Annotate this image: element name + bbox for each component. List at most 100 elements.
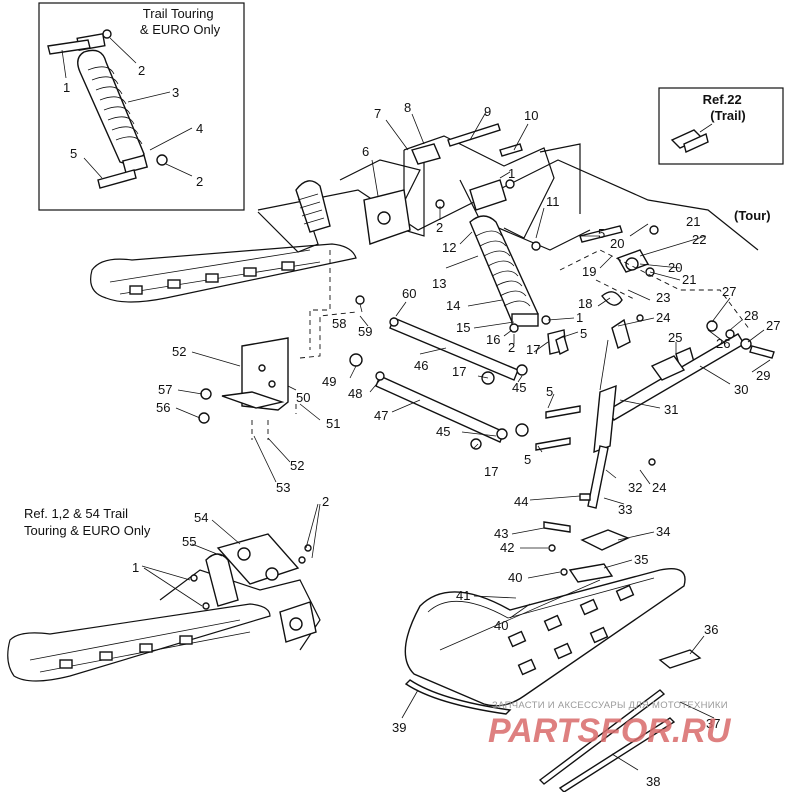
inset-ref22: Ref.22 (Trail)	[658, 87, 784, 165]
callout-50: 50	[296, 390, 310, 405]
inset-lower-left-caption: Ref. 1,2 & 54 Trail Touring & EURO Only	[24, 506, 151, 538]
callout-60: 60	[402, 286, 416, 301]
callout-33: 33	[618, 502, 632, 517]
callout-38: 38	[646, 774, 660, 789]
callout-5: 5	[546, 384, 553, 399]
callout-31: 31	[664, 402, 678, 417]
callout-18: 18	[578, 296, 592, 311]
callouts: 1 2 3 4 5 2 7 8 9 10 6 1 11 2 12 13 21 2…	[63, 63, 780, 789]
callout-44: 44	[514, 494, 528, 509]
callout-54: 54	[194, 510, 208, 525]
callout-5: 5	[70, 146, 77, 161]
watermark: ЗАПЧАСТИ И АКСЕССУАРЫ ДЛЯ МОТОТЕХНИКИ PA…	[488, 700, 732, 750]
callout-4: 4	[196, 121, 203, 136]
callout-21: 21	[682, 272, 696, 287]
callout-17: 17	[484, 464, 498, 479]
callout-26: 26	[716, 336, 730, 351]
radius-rods	[349, 317, 529, 450]
inset-trail-touring-caption: Trail Touring & EURO Only	[140, 6, 221, 37]
main-assembly	[90, 123, 775, 583]
callout-45: 45	[436, 424, 450, 439]
tour-label: (Tour)	[734, 208, 771, 223]
callout-27: 27	[766, 318, 780, 333]
callout-48: 48	[348, 386, 362, 401]
callout-5: 5	[580, 326, 587, 341]
callout-49: 49	[322, 374, 336, 389]
inset-shock	[47, 29, 168, 189]
callout-37: 37	[706, 716, 720, 731]
callout-24: 24	[656, 310, 670, 325]
inset-ref22-caption: Ref.22 (Trail)	[703, 92, 746, 123]
callout-34: 34	[656, 524, 670, 539]
callout-56: 56	[156, 400, 170, 415]
callout-28: 28	[744, 308, 758, 323]
callout-36: 36	[704, 622, 718, 637]
callout-5: 5	[524, 452, 531, 467]
callout-35: 35	[634, 552, 648, 567]
callout-58: 58	[332, 316, 346, 331]
callout-24: 24	[652, 480, 666, 495]
inset-lower-left: Ref. 1,2 & 54 Trail Touring & EURO Only	[7, 506, 321, 682]
callout-29: 29	[756, 368, 770, 383]
callout-45: 45	[512, 380, 526, 395]
callout-10: 10	[524, 108, 538, 123]
callout-8: 8	[404, 100, 411, 115]
bracket-50	[198, 311, 357, 440]
callout-11: 11	[546, 194, 560, 209]
callout-9: 9	[484, 104, 491, 119]
callout-19: 19	[582, 264, 596, 279]
callout-52: 52	[172, 344, 186, 359]
callout-1: 1	[63, 80, 70, 95]
callout-52: 52	[290, 458, 304, 473]
callout-16: 16	[486, 332, 500, 347]
callout-1: 1	[576, 310, 583, 325]
callout-57: 57	[158, 382, 172, 397]
callout-2: 2	[196, 174, 203, 189]
leader-lines	[141, 111, 771, 771]
callout-40: 40	[508, 570, 522, 585]
callout-27: 27	[722, 284, 736, 299]
callout-2: 2	[436, 220, 443, 235]
callout-42: 42	[500, 540, 514, 555]
callout-21: 21	[686, 214, 700, 229]
watermark-logo: PARTSFOR.RU	[488, 712, 732, 750]
callout-2: 2	[322, 494, 329, 509]
callout-30: 30	[734, 382, 748, 397]
watermark-tagline: ЗАПЧАСТИ И АКСЕССУАРЫ ДЛЯ МОТОТЕХНИКИ	[492, 700, 728, 711]
callout-53: 53	[276, 480, 290, 495]
callout-5: 5	[598, 226, 605, 241]
callout-17: 17	[452, 364, 466, 379]
bulkhead-frame	[363, 123, 591, 251]
callout-47: 47	[374, 408, 388, 423]
callout-43: 43	[494, 526, 508, 541]
callout-1: 1	[508, 166, 515, 181]
callout-40: 40	[494, 618, 508, 633]
callout-25: 25	[668, 330, 682, 345]
callout-6: 6	[362, 144, 369, 159]
ski-assembly	[404, 568, 702, 793]
callout-1: 1	[132, 560, 139, 575]
tie-rod	[607, 320, 775, 421]
callout-59: 59	[358, 324, 372, 339]
callout-15: 15	[456, 320, 470, 335]
callout-23: 23	[656, 290, 670, 305]
callout-2: 2	[508, 340, 515, 355]
callout-20: 20	[668, 260, 682, 275]
small-parts	[355, 179, 686, 583]
callout-51: 51	[326, 416, 340, 431]
chassis-background	[90, 159, 759, 350]
callout-41: 41	[456, 588, 470, 603]
inset-trail-touring: Trail Touring & EURO Only	[38, 2, 245, 211]
callout-2: 2	[138, 63, 145, 78]
callout-55: 55	[182, 534, 196, 549]
callout-12: 12	[442, 240, 456, 255]
callout-20: 20	[610, 236, 624, 251]
callout-32: 32	[628, 480, 642, 495]
callout-22: 22	[692, 232, 706, 247]
callout-7: 7	[374, 106, 381, 121]
callout-39: 39	[392, 720, 406, 735]
callout-3: 3	[172, 85, 179, 100]
spindle	[580, 339, 630, 551]
callout-46: 46	[414, 358, 428, 373]
